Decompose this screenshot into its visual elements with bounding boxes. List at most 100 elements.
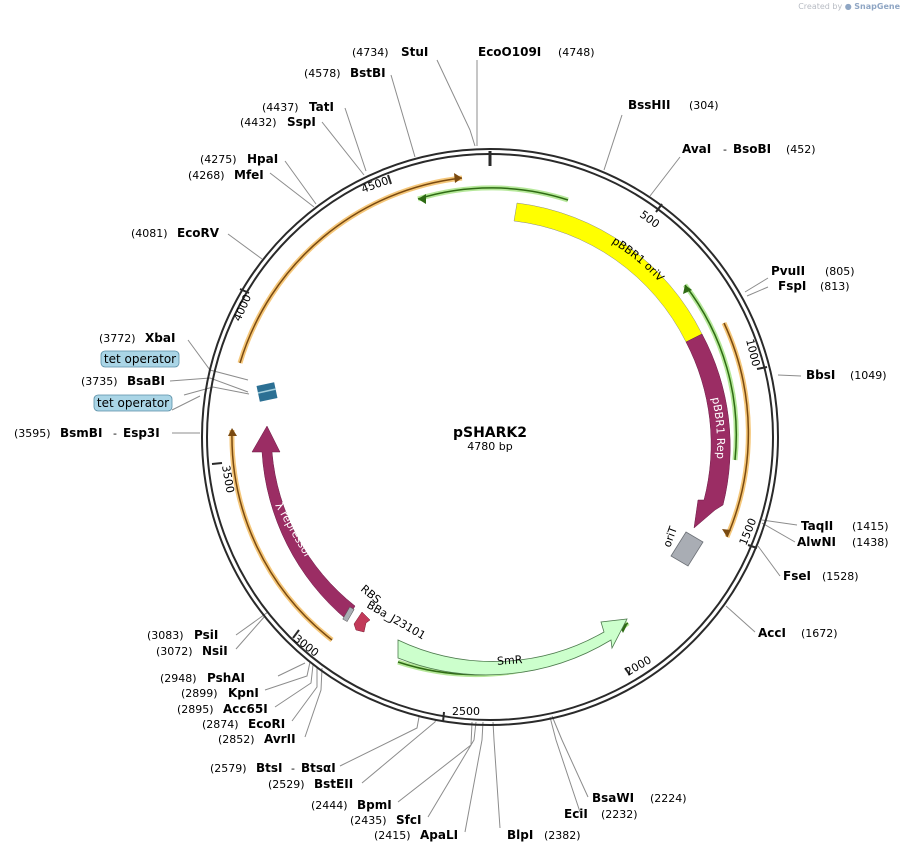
site-name-sspi: SspI (287, 115, 316, 129)
site-sep-bsmbi: - (113, 427, 117, 440)
site-name-fsei: FseI (783, 569, 811, 583)
primer-arrows (228, 173, 751, 677)
tet-operator-label-1: tet operator (100, 350, 180, 368)
site-pos-btsi: (2579) (210, 762, 247, 775)
site-pos-bpmi: (2444) (311, 799, 348, 812)
site-name-esp3i: Esp3I (123, 426, 160, 440)
site-name-nsii: NsiI (202, 644, 228, 658)
site-pos-apali: (2415) (374, 829, 411, 842)
site-name-acci: AccI (758, 626, 786, 640)
site-pos-kpni: (2899) (181, 687, 218, 700)
tet-operator-label-2-text: tet operator (97, 396, 169, 410)
backbone-ring (201, 148, 779, 726)
primer-arc-left-orange (229, 429, 334, 642)
plasmid-name: pSHARK2 (453, 425, 527, 441)
site-name-btsi: BtsI (256, 761, 283, 775)
plasmid-length: 4780 bp (467, 440, 512, 453)
site-pos-xbai: (3772) (99, 332, 136, 345)
snapgene-logo-icon: ● (844, 2, 852, 11)
site-name-avrii: AvrII (264, 732, 296, 746)
site-leader-lines (169, 59, 802, 833)
site-name-bsawi: BsaWI (592, 791, 634, 805)
site-name-hpai: HpaI (247, 152, 278, 166)
site-name-avai: AvaI (682, 142, 711, 156)
feature-label-bba-j23101: BBa_J23101 (365, 598, 428, 642)
site-pos-alwni: (1438) (852, 536, 889, 549)
site-name-btsai: BtsαI (301, 761, 336, 775)
site-pos-avai: (452) (786, 143, 816, 156)
site-name-stui: StuI (401, 45, 428, 59)
site-pos-sfci: (2435) (350, 814, 387, 827)
site-pos-fspi: (813) (820, 280, 850, 293)
site-pos-nsii: (3072) (156, 645, 193, 658)
site-name-fspi: FspI (778, 279, 806, 293)
site-pos-bsabi: (3735) (81, 375, 118, 388)
feature-smr (397, 618, 628, 676)
site-name-blpi: BlpI (507, 828, 533, 842)
feature-lambda-repressor (251, 425, 356, 621)
site-pos-mfei: (4268) (188, 169, 225, 182)
site-sep-avai: - (723, 143, 727, 156)
site-name-pvuii: PvuII (771, 264, 805, 278)
watermark-brand: SnapGene (854, 2, 900, 11)
site-name-xbai: XbaI (145, 331, 175, 345)
site-name-bpmi: BpmI (357, 798, 392, 812)
site-pos-acc65i: (2895) (177, 703, 214, 716)
site-pos-acci: (1672) (801, 627, 838, 640)
site-name-bstbi: BstBI (350, 66, 386, 80)
feature-orit (670, 531, 704, 567)
site-name-bsteii: BstEII (314, 777, 353, 791)
tick-label-4000: 4000 (231, 292, 254, 323)
site-pos-taqii: (1415) (852, 520, 889, 533)
site-pos-ecorv: (4081) (131, 227, 168, 240)
feature-pbbr1-oriv (513, 202, 703, 343)
site-pos-bsmbi: (3595) (14, 427, 51, 440)
site-pos-bbsi: (1049) (850, 369, 887, 382)
site-pos-ecori: (2874) (202, 718, 239, 731)
site-pos-ecii: (2232) (601, 808, 638, 821)
site-pos-avrii: (2852) (218, 733, 255, 746)
feature-label-smr: SmR (497, 653, 524, 668)
site-pos-stui: (4734) (352, 46, 389, 59)
site-pos-bsshii: (304) (689, 99, 719, 112)
primer-arc-top-left (237, 175, 463, 364)
site-pos-psii: (3083) (147, 629, 184, 642)
site-name-kpni: KpnI (228, 686, 259, 700)
site-name-acc65i: Acc65I (223, 702, 268, 716)
site-name-bsabi: BsaBI (127, 374, 165, 388)
tet-operator-label-2: tet operator (93, 394, 173, 412)
feature-pbbr1-rep (685, 333, 731, 529)
site-name-apali: ApaLI (420, 828, 458, 842)
site-pos-tati: (4437) (262, 101, 299, 114)
feature-bba-j23101 (353, 611, 371, 633)
site-name-ecori: EcoRI (248, 717, 285, 731)
tick-label-2000: 2000 (623, 653, 654, 678)
site-name-bsmbi: BsmBI (60, 426, 102, 440)
feature-rbs (342, 606, 355, 622)
site-pos-sspi: (4432) (240, 116, 277, 129)
site-pos-hpai: (4275) (200, 153, 237, 166)
site-pos-fsei: (1528) (822, 570, 859, 583)
feature-tet-operator-block (256, 382, 278, 402)
site-pos-ecoo109i: (4748) (558, 46, 595, 59)
site-name-sfci: SfcI (396, 813, 421, 827)
snapgene-watermark: Created by ● SnapGene (798, 2, 900, 11)
site-name-bsshii: BssHII (628, 98, 670, 112)
site-name-pshai: PshAI (207, 671, 245, 685)
site-name-bbsi: BbsI (806, 368, 835, 382)
site-name-ecii: EciI (564, 807, 588, 821)
site-pos-bsawi: (2224) (650, 792, 687, 805)
tick-label-1000: 1000 (743, 338, 762, 368)
site-pos-blpi: (2382) (544, 829, 581, 842)
site-name-ecorv: EcoRV (177, 226, 220, 240)
tick-label-2500: 2500 (452, 705, 480, 718)
site-pos-pshai: (2948) (160, 672, 197, 685)
site-pos-bsteii: (2529) (268, 778, 305, 791)
site-name-taqii: TaqII (801, 519, 833, 533)
site-name-bsobi: BsoBI (733, 142, 771, 156)
site-pos-bstbi: (4578) (304, 67, 341, 80)
tick-label-3000: 3000 (291, 632, 321, 659)
site-name-tati: TatI (309, 100, 334, 114)
site-name-psii: PsiI (194, 628, 218, 642)
